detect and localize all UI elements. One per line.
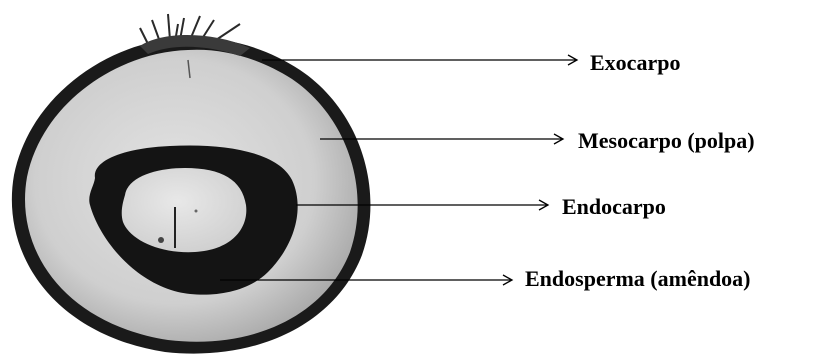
endosperm-dot (195, 210, 198, 213)
endosperm-layer (122, 168, 247, 252)
endosperma-label: Endosperma (amêndoa) (525, 268, 751, 290)
embryo-speck (158, 237, 164, 243)
mesocarpo-label: Mesocarpo (polpa) (578, 130, 755, 152)
exocarpo-label: Exocarpo (590, 52, 680, 74)
endocarpo-label: Endocarpo (562, 196, 666, 218)
